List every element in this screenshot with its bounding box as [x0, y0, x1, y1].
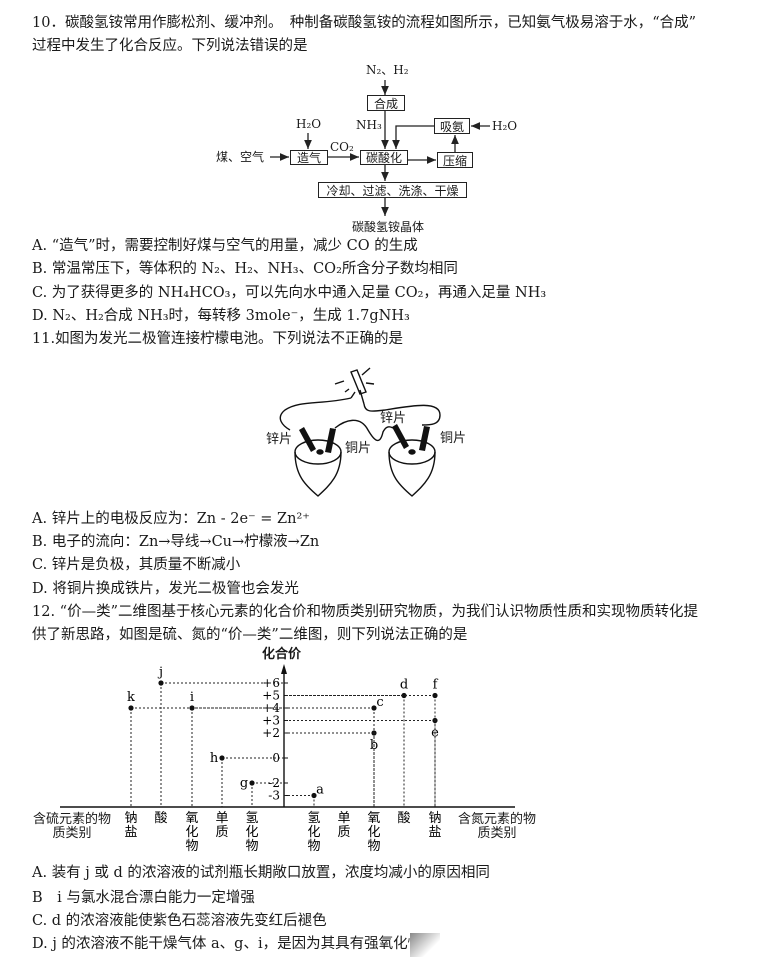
- x-label-sulfur: 含硫元素的物质类别: [33, 812, 112, 841]
- y-tick-label: +3: [262, 714, 280, 728]
- q11-stem: 11.如图为发光二极管连接柠檬电池。下列说法不正确的是: [32, 331, 404, 347]
- coal-air-label: 煤、空气: [216, 150, 265, 164]
- co2-label: CO₂: [330, 140, 354, 154]
- category-label-sulfur: 单: [215, 811, 228, 826]
- point-label-j: j: [157, 665, 163, 680]
- point-label-i: i: [190, 690, 194, 705]
- q12-stem-line1: 12. “价—类”二维图基于核心元素的化合价和物质类别研究物质，为我们认识物质性…: [32, 604, 698, 620]
- chart-y-title: 化合价: [262, 647, 302, 662]
- input-n2-h2: N₂、H₂: [366, 63, 409, 77]
- category-label-nitrogen: 化: [307, 825, 320, 840]
- y-tick-label: -2: [268, 776, 280, 790]
- point-d: [401, 692, 407, 699]
- category-label-sulfur: 物: [185, 839, 198, 854]
- category-label-nitrogen: 盐: [428, 825, 441, 840]
- y-tick-label: 0: [272, 751, 280, 765]
- y-axis-arrow: [281, 664, 287, 674]
- q10-option-c: C. 为了获得更多的 NH₄HCO₃，可以先向水中通入足量 CO₂，再通入足量 …: [32, 285, 547, 301]
- point-k: [128, 705, 134, 711]
- category-label-nitrogen: 物: [367, 839, 380, 854]
- category-label-nitrogen: 氢: [307, 811, 320, 826]
- point-label-f: f: [433, 678, 439, 693]
- point-h: [219, 755, 225, 761]
- q12-option-a: A. 装有 j 或 d 的浓溶液的试剂瓶长期敞口放置，浓度均减小的原因相同: [32, 865, 490, 881]
- h2o-left-label: H₂O: [296, 117, 322, 131]
- q11-option-a: A. 锌片上的电极反应为：Zn - 2e⁻ = Zn²⁺: [32, 511, 310, 527]
- synthesis-box: 合成: [367, 95, 405, 111]
- label-zinc-right: 锌片: [380, 411, 407, 426]
- point-f: [432, 692, 438, 699]
- q10-stem-line1: 10．碳酸氢铵常用作膨松剂、缓冲剂。 种制备碳酸氢铵的流程如图所示，已知氨气极易…: [32, 15, 697, 31]
- x-label-nitrogen: 含氮元素的物质类别: [458, 812, 537, 841]
- category-label-sulfur: 物: [245, 839, 258, 854]
- y-tick-label: +2: [262, 726, 280, 740]
- point-label-d: d: [400, 678, 408, 693]
- q11-option-d: D. 将铜片换成铁片，发光二极管也会发光: [32, 581, 299, 597]
- product-label: 碳酸氢铵晶体: [352, 220, 425, 234]
- compress-box: 压缩: [437, 152, 473, 168]
- y-tick-label: -3: [268, 789, 280, 803]
- lemon-battery-drawing: [279, 367, 441, 497]
- point-label-c: c: [376, 695, 383, 710]
- q12-option-d: D. j 的浓溶液不能干燥气体 a、g、i，是因为其具有强氧化性: [32, 936, 423, 952]
- category-label-nitrogen: 酸: [397, 811, 410, 826]
- category-label-sulfur: 钠: [124, 811, 137, 826]
- category-label-sulfur: 酸: [154, 811, 167, 826]
- point-i: [189, 705, 195, 711]
- q10-stem-line2: 过程中发生了化合反应。下列说法错误的是: [32, 38, 308, 54]
- absorb-ammonia-box: 吸氨: [434, 118, 470, 134]
- h2o-right-label: H₂O: [492, 119, 518, 133]
- label-copper-right: 铜片: [440, 431, 467, 446]
- q12-option-c: C. d 的浓溶液能使紫色石蕊溶液先变红后褪色: [32, 913, 327, 929]
- point-c: [371, 705, 377, 711]
- category-label-sulfur: 氧: [185, 811, 198, 826]
- q11-option-c: C. 锌片是负极，其质量不断减小: [32, 557, 241, 573]
- y-tick-label: +5: [262, 689, 280, 703]
- label-copper-mid: 铜片: [345, 441, 372, 456]
- q12-option-b: B i 与氯水混合漂白能力一定增强: [32, 890, 255, 906]
- nh3-label: NH₃: [356, 118, 382, 132]
- post-process-box: 冷却、过滤、洗涤、干燥: [318, 182, 467, 198]
- q12-stem-line2: 供了新思路，如图是硫、氮的“价—类”二维图，则下列说法正确的是: [32, 627, 468, 643]
- q10-option-a: A. “造气”时，需要控制好煤与空气的用量，减少 CO 的生成: [32, 238, 418, 254]
- category-label-sulfur: 盐: [124, 825, 137, 840]
- point-a: [311, 792, 317, 799]
- page-curl-shadow: [410, 933, 440, 957]
- point-label-g: g: [240, 776, 248, 791]
- category-label-sulfur: 氢: [245, 811, 258, 826]
- category-label-nitrogen: 物: [307, 839, 320, 854]
- label-zinc-left: 锌片: [266, 432, 293, 447]
- q10-option-b: B. 常温常压下，等体积的 N₂、H₂、NH₃、CO₂所含分子数均相同: [32, 261, 458, 277]
- category-label-sulfur: 化: [185, 825, 198, 840]
- category-label-nitrogen: 钠: [428, 811, 441, 826]
- q11-option-b: B. 电子的流向：Zn→导线→Cu→柠檬液→Zn: [32, 534, 320, 550]
- y-tick-label: +6: [262, 676, 280, 690]
- point-label-a: a: [316, 783, 324, 798]
- category-label-nitrogen: 化: [367, 825, 380, 840]
- point-g: [249, 780, 255, 786]
- category-label-nitrogen: 氧: [367, 811, 380, 826]
- category-label-sulfur: 质: [215, 825, 228, 840]
- q10-option-d: D. N₂、H₂合成 NH₃时，每转移 3mole⁻，生成 1.7gNH₃: [32, 308, 410, 324]
- category-label-nitrogen: 质: [337, 825, 350, 840]
- point-label-h: h: [210, 751, 219, 766]
- point-label-k: k: [127, 690, 135, 705]
- carbonation-box: 碳酸化: [360, 150, 408, 165]
- gas-making-box: 造气: [290, 150, 328, 165]
- category-label-sulfur: 化: [245, 825, 258, 840]
- point-j: [158, 680, 164, 686]
- category-label-nitrogen: 单: [337, 811, 350, 826]
- flow-arrows: [270, 80, 490, 216]
